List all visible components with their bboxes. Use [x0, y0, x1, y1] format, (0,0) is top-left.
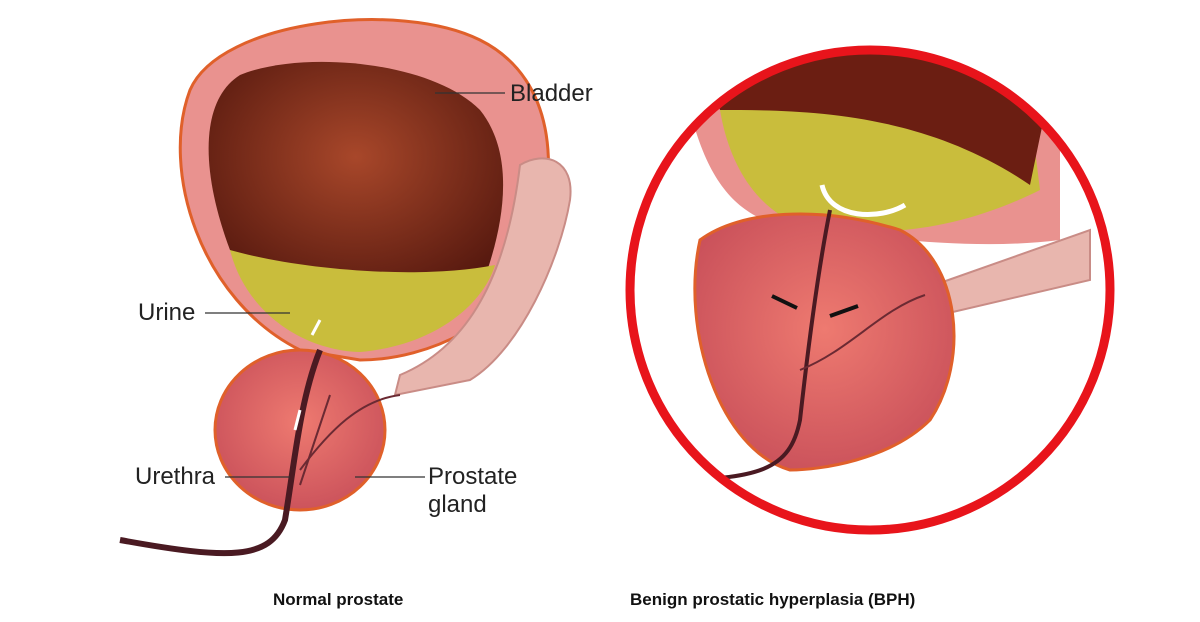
- highlight-ring: [625, 45, 1115, 535]
- urethra: [659, 209, 832, 482]
- label-prostate-line1: Prostate: [428, 463, 518, 490]
- label-urethra: Urethra: [135, 463, 216, 490]
- caption-normal: Normal prostate: [273, 590, 404, 609]
- label-bladder: Bladder: [510, 80, 593, 107]
- normal-prostate-drawing: [119, 18, 572, 557]
- label-prostate-line2: gland: [428, 491, 487, 518]
- flow-arrow-icon: [293, 319, 322, 431]
- label-prostate-gland: Prostate gland: [428, 463, 517, 519]
- leader-lines: [205, 92, 505, 478]
- compression-arrow-icon: [771, 294, 859, 318]
- urine: [230, 250, 495, 352]
- enlarged-prostate: [693, 212, 956, 472]
- urethra: [119, 348, 323, 557]
- blocked-flow-arrow-icon: [819, 184, 907, 217]
- caption-bph: Benign prostatic hyperplasia (BPH): [630, 590, 916, 609]
- seminal-vesicle: [393, 157, 572, 397]
- label-urine: Urine: [138, 299, 196, 326]
- bladder-interior: [208, 61, 504, 300]
- bph-drawing: [625, 45, 1115, 535]
